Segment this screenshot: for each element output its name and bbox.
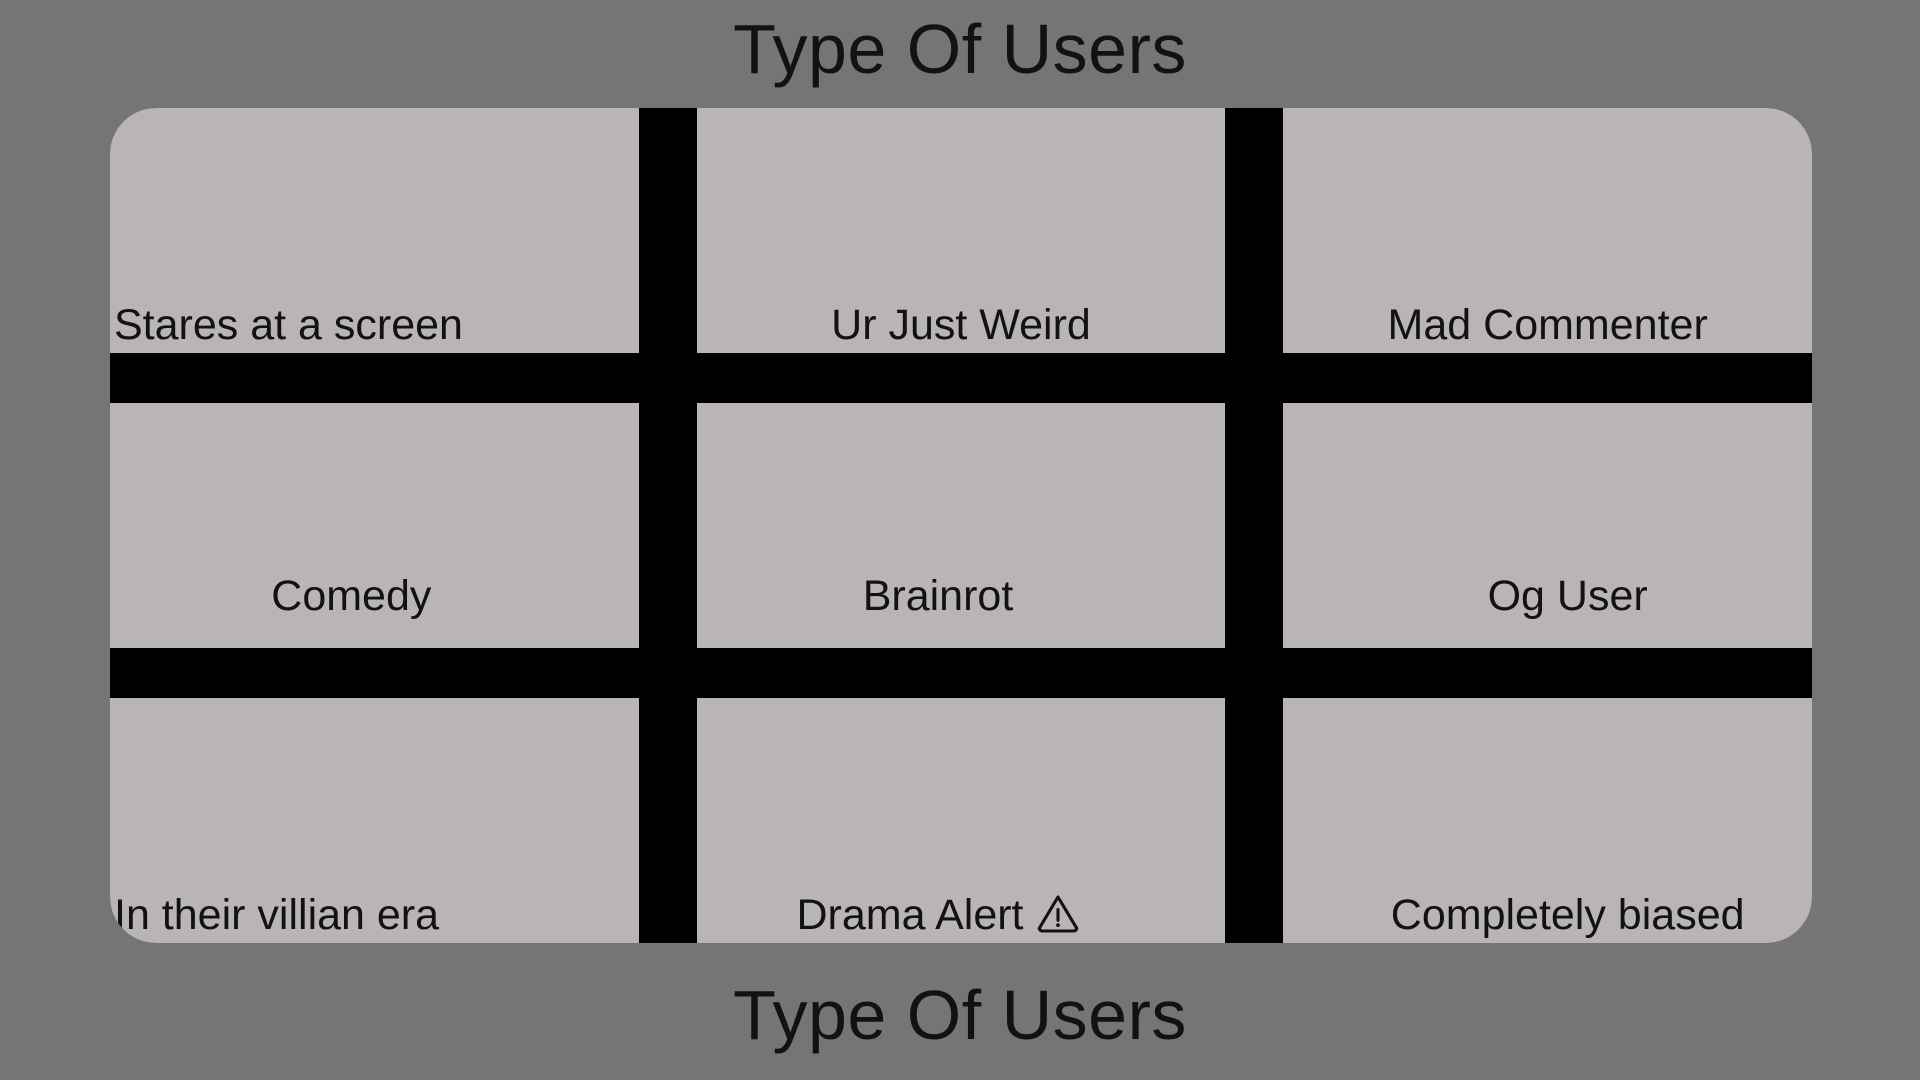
grid-cell-2[interactable]: Ur Just Weird (696, 108, 1226, 353)
grid-cell-label: Stares at a screen (114, 301, 463, 350)
grid-card: Stares at a screen Ur Just Weird Mad Com… (110, 108, 1812, 943)
grid-cell-label: Brainrot (862, 572, 1014, 621)
grid-cell-4[interactable]: Comedy (110, 403, 639, 648)
page-title-top: Type Of Users (733, 10, 1187, 88)
warning-triangle-icon (1036, 893, 1080, 933)
grid-cell-6[interactable]: Og User (1283, 403, 1812, 648)
grid-cell-label: Mad Commenter (1387, 301, 1708, 350)
grid-cell-label: Comedy (271, 572, 432, 621)
grid-cell-label-with-icon: Drama Alert (697, 893, 1226, 943)
grid-cell-3[interactable]: Mad Commenter (1283, 108, 1812, 353)
user-type-grid: Stares at a screen Ur Just Weird Mad Com… (110, 108, 1812, 943)
grid-cell-label: Completely biased (1390, 891, 1745, 940)
grid-cell-label: In their villian era (114, 891, 440, 940)
grid-cell-1[interactable]: Stares at a screen (110, 108, 639, 353)
page-title-bottom: Type Of Users (733, 976, 1187, 1054)
grid-cell-label-text: Drama Alert (796, 891, 1024, 940)
grid-cell-7[interactable]: In their villian era (110, 698, 639, 943)
grid-cell-label: Og User (1487, 572, 1648, 621)
grid-cell-9[interactable]: Completely biased (1283, 698, 1812, 943)
grid-cell-label: Ur Just Weird (831, 301, 1091, 350)
grid-cell-5[interactable]: Brainrot (696, 403, 1226, 648)
grid-cell-8[interactable]: Drama Alert (696, 698, 1226, 943)
